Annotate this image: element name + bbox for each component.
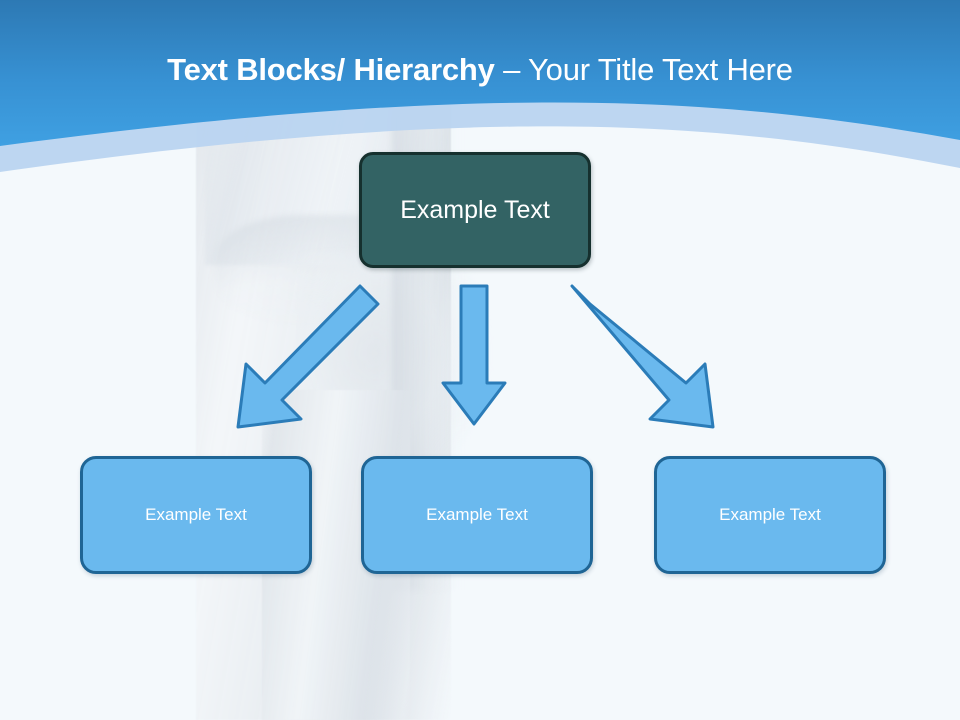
header-band	[0, 0, 960, 200]
hierarchy-root-node[interactable]: Example Text	[359, 152, 591, 268]
page-title: Text Blocks/ Hierarchy – Your Title Text…	[0, 51, 960, 88]
hierarchy-child-node-2[interactable]: Example Text	[361, 456, 593, 574]
hierarchy-child-node-1[interactable]: Example Text	[80, 456, 312, 574]
page-title-regular: – Your Title Text Here	[503, 52, 793, 87]
hierarchy-root-label: Example Text	[400, 195, 550, 224]
hierarchy-child-label-2: Example Text	[426, 505, 528, 524]
hierarchy-child-label-1: Example Text	[145, 505, 247, 524]
hierarchy-child-label-3: Example Text	[719, 505, 821, 524]
hierarchy-child-node-3[interactable]: Example Text	[654, 456, 886, 574]
page-title-bold: Text Blocks/ Hierarchy	[167, 52, 504, 87]
